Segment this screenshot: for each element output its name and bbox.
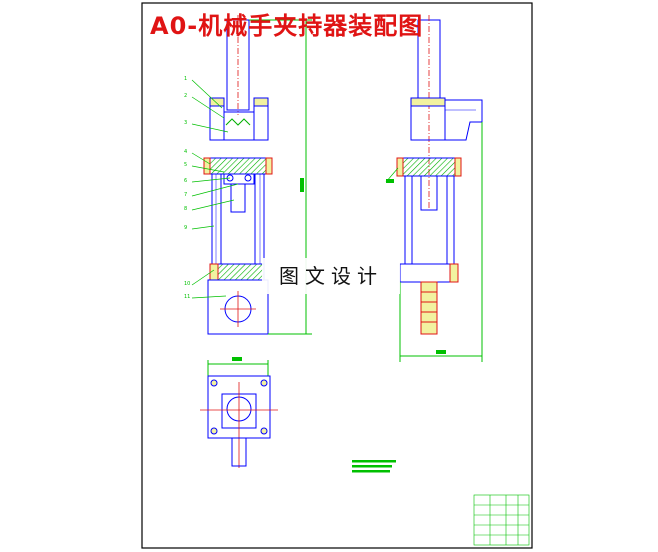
technical-notes — [352, 460, 396, 473]
side-bracket — [444, 99, 483, 141]
drawing-title: A0-机械手夹持器装配图 — [150, 12, 424, 40]
flange-plate — [206, 157, 270, 175]
part-label-7: 7 — [184, 192, 187, 198]
part-label-4: 4 — [184, 149, 187, 155]
left-finger — [211, 173, 222, 265]
part-label-9: 9 — [184, 225, 187, 231]
nut — [265, 157, 273, 175]
side-base — [399, 263, 459, 283]
front-view: 1 2 3 4 5 6 7 8 9 10 11 — [184, 15, 312, 335]
gripper-jaw — [211, 263, 265, 281]
right-clamp-block — [253, 101, 269, 141]
top-dimension — [207, 360, 269, 376]
part-number-labels: 1 2 3 4 5 6 7 8 9 10 11 — [184, 76, 190, 300]
side-dimension — [399, 122, 483, 362]
side-view — [385, 15, 483, 362]
top-stem — [231, 437, 247, 467]
top-view — [200, 357, 278, 468]
side-flange — [399, 157, 459, 177]
watermark: 图文设计 — [262, 258, 400, 294]
part-leaders — [191, 79, 239, 299]
drawing-frame — [141, 2, 533, 549]
part-label-2: 2 — [184, 93, 187, 99]
nut — [203, 157, 211, 175]
part-label-1: 1 — [184, 76, 187, 82]
part-label-5: 5 — [184, 162, 187, 168]
base-plate — [207, 279, 269, 335]
part-label-6: 6 — [184, 178, 187, 184]
slider-block — [230, 183, 246, 213]
side-stem — [420, 281, 438, 335]
part-label-8: 8 — [184, 206, 187, 212]
part-label-10: 10 — [184, 281, 190, 287]
part-label-3: 3 — [184, 120, 187, 126]
title-block — [473, 494, 530, 546]
right-finger — [254, 173, 265, 265]
part-label-11: 11 — [184, 294, 190, 300]
